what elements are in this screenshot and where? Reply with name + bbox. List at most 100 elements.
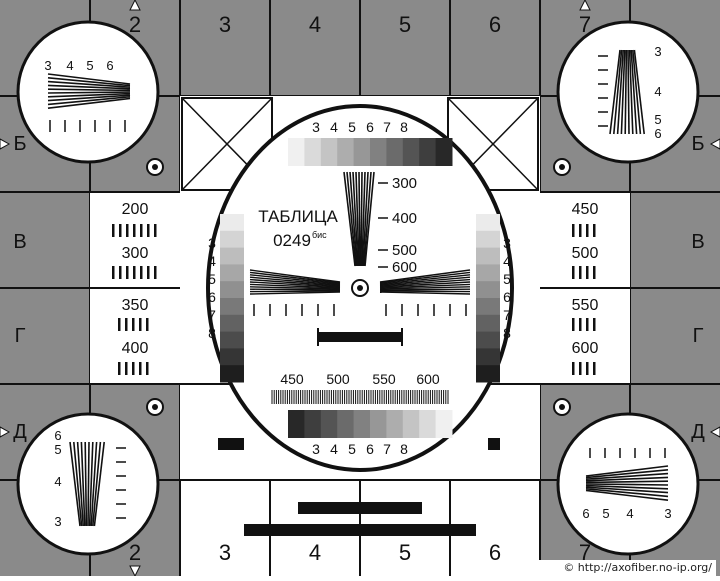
left-fan-line bbox=[249, 283, 341, 289]
vertical-wedge-label: 300 bbox=[392, 175, 417, 192]
res-bar bbox=[579, 266, 582, 279]
bottom-gray-step bbox=[353, 410, 371, 438]
left-gray-step bbox=[220, 348, 244, 366]
title-suffix: бис bbox=[312, 230, 327, 240]
res-bar bbox=[119, 266, 122, 279]
fan-line bbox=[93, 441, 105, 527]
right-gray-step bbox=[476, 314, 500, 333]
top-column-label: 4 bbox=[309, 12, 321, 37]
fan-line bbox=[47, 92, 131, 98]
left-row-letter: Д bbox=[13, 421, 27, 443]
left-gray-step bbox=[220, 365, 244, 383]
res-bar bbox=[579, 224, 582, 237]
credit-text[interactable]: © http://axofiber.no-ip.org/ bbox=[516, 560, 716, 576]
bottom-gray-step bbox=[419, 410, 437, 438]
left-fan-line bbox=[249, 281, 341, 288]
left-gray-step bbox=[220, 331, 244, 349]
fan-line bbox=[585, 476, 669, 482]
vertical-wedge-line bbox=[360, 171, 363, 267]
right-black-mark bbox=[488, 438, 500, 450]
res-bar bbox=[139, 318, 142, 331]
right-gray-step bbox=[476, 298, 500, 316]
left-res-label: 400 bbox=[122, 340, 149, 357]
top-gray-label: 5 bbox=[348, 119, 356, 135]
right-fan-line bbox=[379, 283, 471, 289]
res-bar bbox=[140, 224, 143, 237]
left-scale-label: 8 bbox=[208, 325, 216, 341]
top-gray-step bbox=[288, 138, 305, 166]
res-bar bbox=[572, 318, 575, 331]
top-gray-label: 7 bbox=[383, 119, 391, 135]
right-fan-line bbox=[379, 276, 471, 286]
right-res-label: 550 bbox=[572, 297, 599, 314]
bottom-gray-label: 6 bbox=[366, 441, 374, 457]
right-res-label: 600 bbox=[572, 340, 599, 357]
vertical-wedge-line bbox=[362, 171, 369, 267]
fan-line bbox=[69, 441, 81, 527]
top-gray-step bbox=[402, 138, 420, 166]
top-gray-step bbox=[304, 138, 322, 166]
left-res-label: 300 bbox=[122, 245, 149, 262]
bottom-column-label: 5 bbox=[399, 540, 411, 565]
res-bar bbox=[133, 266, 136, 279]
res-bar bbox=[154, 224, 157, 237]
corner-label: 5 bbox=[654, 112, 661, 127]
res-bar bbox=[119, 224, 122, 237]
left-fan-line bbox=[249, 276, 341, 286]
right-fan-line bbox=[379, 271, 471, 284]
corner-label: 3 bbox=[654, 44, 661, 59]
corner-label: 5 bbox=[602, 506, 609, 521]
fan-line bbox=[632, 49, 642, 135]
bottom-gray-step bbox=[304, 410, 322, 438]
res-bar bbox=[593, 318, 596, 331]
bottom-column-label: 2 bbox=[129, 540, 141, 565]
bottom-gray-label: 8 bbox=[400, 441, 408, 457]
fan-line bbox=[633, 49, 645, 135]
fan-line bbox=[613, 49, 623, 135]
right-gray-step bbox=[476, 281, 500, 299]
top-column-label: 3 bbox=[219, 12, 231, 37]
right-gray-step bbox=[476, 331, 500, 349]
vertical-wedge-label: 500 bbox=[392, 242, 417, 259]
left-gray-step bbox=[220, 214, 244, 232]
left-gray-step bbox=[220, 264, 244, 282]
res-bar bbox=[147, 266, 150, 279]
res-bar bbox=[125, 362, 128, 375]
fan-line bbox=[47, 77, 131, 87]
top-gray-label: 6 bbox=[366, 119, 374, 135]
fan-line bbox=[47, 84, 131, 90]
fan-line bbox=[585, 483, 669, 486]
top-gray-step bbox=[435, 138, 453, 166]
vertical-wedge-line bbox=[355, 171, 360, 267]
edge-marker bbox=[0, 138, 11, 150]
fan-line bbox=[585, 465, 669, 477]
fan-line bbox=[620, 49, 626, 135]
target-dot bbox=[357, 285, 363, 291]
target-dot bbox=[559, 404, 565, 410]
left-fan-line bbox=[249, 274, 341, 285]
bottom-gray-label: 4 bbox=[330, 441, 338, 457]
right-scale-label: 6 bbox=[503, 289, 511, 305]
corner-label: 3 bbox=[44, 58, 51, 73]
right-scale-label: 4 bbox=[503, 253, 511, 269]
top-gray-label: 4 bbox=[330, 119, 338, 135]
top-gray-step bbox=[320, 138, 338, 166]
fan-line bbox=[47, 88, 131, 92]
bottom-gray-step bbox=[386, 410, 404, 438]
corner-label: 4 bbox=[654, 84, 661, 99]
right-gray-step bbox=[476, 348, 500, 366]
bottom-gray-step bbox=[435, 410, 453, 438]
corner-label: 3 bbox=[664, 506, 671, 521]
left-fan-line bbox=[249, 290, 341, 293]
fan-line bbox=[47, 96, 131, 106]
bottom-gray-step bbox=[320, 410, 338, 438]
left-fan-line bbox=[249, 288, 341, 291]
right-fan-line bbox=[379, 274, 471, 285]
edge-marker bbox=[129, 565, 141, 578]
fan-line bbox=[47, 91, 131, 94]
top-column-label: 6 bbox=[489, 12, 501, 37]
left-gray-step bbox=[220, 281, 244, 299]
edge-marker bbox=[0, 426, 11, 438]
bottom-gray-label: 7 bbox=[383, 441, 391, 457]
